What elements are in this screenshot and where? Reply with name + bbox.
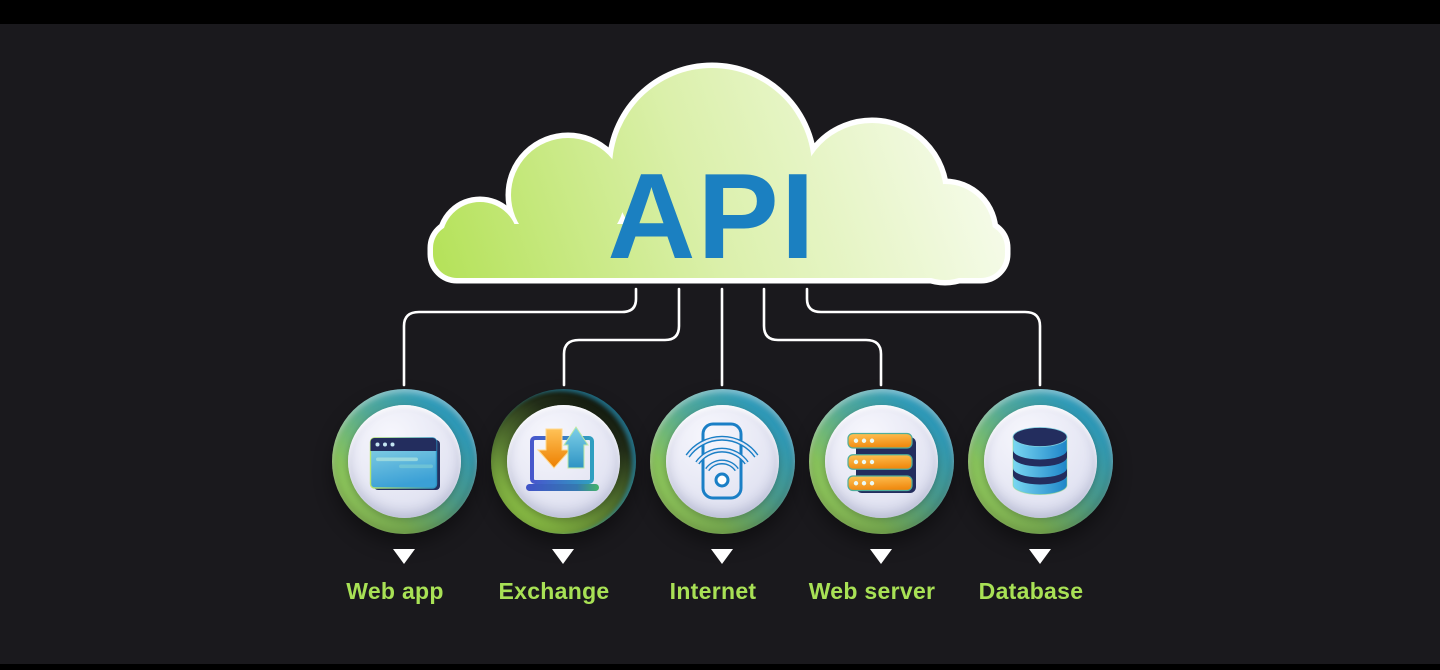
connector-lines [402,287,1042,387]
node-ring [808,389,954,534]
browser-window-icon [369,436,440,490]
api-cloud-label: API [607,148,816,284]
node-label: Internet [669,578,757,604]
node-ring [490,389,636,534]
down-triangle-icon [552,549,574,564]
node-web-server: Web server [801,389,961,605]
top-letterbox-bar [0,0,1440,24]
node-label: Database [978,578,1084,604]
connector-exchange [562,287,681,387]
node-label: Exchange [498,578,610,604]
node-web-app: Web app [324,389,484,605]
node-disc [506,405,620,518]
upload-download-arrows-icon [526,425,599,491]
connector-web-server [762,287,883,387]
down-triangle-icon [1029,549,1051,564]
node-ring [331,389,477,534]
node-disc [665,405,779,518]
connector-database [805,287,1042,387]
api-cloud: API [433,68,1005,284]
down-triangle-icon [870,549,892,564]
connector-web-app [402,287,638,387]
bottom-letterbox-bar [0,664,1440,670]
node-exchange: Exchange [483,389,643,605]
database-cylinder-icon [1012,426,1068,495]
node-ring [967,389,1113,534]
node-ring [649,389,795,534]
node-disc [347,405,461,518]
node-disc [983,405,1097,518]
node-internet: Internet [642,389,802,605]
node-database: Database [960,389,1120,605]
wireless-device-icon [685,422,759,499]
down-triangle-icon [393,549,415,564]
node-disc [824,405,938,518]
server-stack-icon [847,432,916,493]
down-triangle-icon [711,549,733,564]
node-label: Web server [808,578,936,604]
node-label: Web app [346,578,444,604]
